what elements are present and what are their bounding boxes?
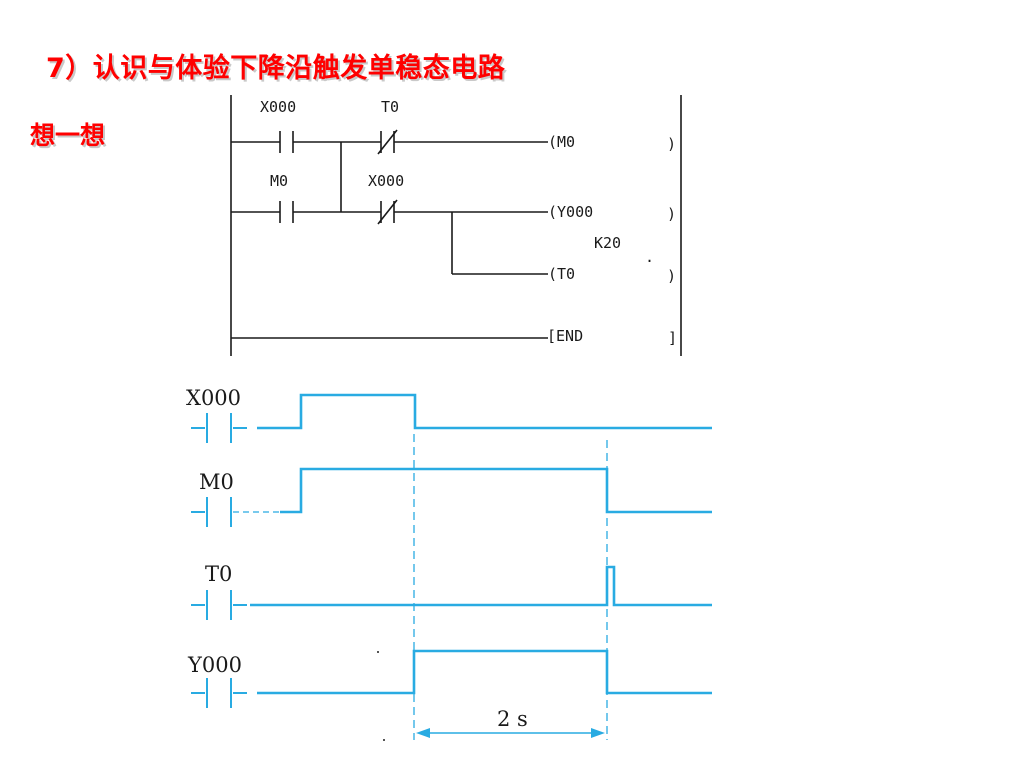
coil-y000-label: (Y000 <box>548 203 593 221</box>
timing-label-m0: M0 <box>199 470 234 494</box>
coil-m0-bracket: ) <box>667 135 676 153</box>
slide-subtitle: 想一想 <box>30 121 106 150</box>
rung-1: X000 T0 (M0 ) <box>231 98 676 155</box>
coil-t0-bracket: ) <box>667 267 676 285</box>
waveform-t0 <box>250 565 712 607</box>
rung-3: K20 · (T0 ) <box>451 212 676 285</box>
timing-row-t0: T0 <box>191 562 712 620</box>
contact-symbol-y000 <box>191 678 247 708</box>
coil-t0-label: (T0 <box>548 265 575 283</box>
duration-arrow: 2 s <box>416 707 605 738</box>
stray-mark <box>383 739 385 741</box>
coil-m0-label: (M0 <box>548 133 575 151</box>
stray-dot: · <box>645 252 654 270</box>
ladder-diagram: X000 T0 (M0 ) M0 X000 (Y000 ) K20 <box>230 95 682 356</box>
contact-symbol-t0 <box>191 590 247 620</box>
rung-end: [END ] <box>231 327 677 347</box>
timing-label-y000: Y000 <box>187 653 242 677</box>
contact-m0-label: M0 <box>270 172 288 190</box>
timer-setting-label: K20 <box>594 234 621 252</box>
contact-x000-label-bottom: X000 <box>368 172 404 190</box>
timing-label-t0: T0 <box>205 562 232 586</box>
timing-row-x000: X000 <box>186 386 712 443</box>
stray-mark <box>377 651 379 653</box>
contact-x000-label-top: X000 <box>260 98 296 116</box>
contact-t0-label: T0 <box>381 98 399 116</box>
coil-y000-bracket: ) <box>667 205 676 223</box>
timing-diagram: X000 M0 T0 <box>186 386 712 741</box>
waveform-y000 <box>257 649 712 695</box>
end-instruction-label: [END <box>547 327 583 345</box>
waveform-m0 <box>280 467 712 514</box>
waveform-x000 <box>257 393 712 430</box>
duration-label: 2 s <box>497 707 528 731</box>
end-bracket: ] <box>668 329 677 347</box>
rung-2: M0 X000 (Y000 ) <box>231 172 676 225</box>
timing-row-y000: Y000 <box>187 649 712 708</box>
timing-row-m0: M0 <box>191 467 712 527</box>
contact-symbol-x000 <box>191 413 247 443</box>
timing-label-x000: X000 <box>186 386 241 410</box>
slide-title: 7）认识与体验下降沿触发单稳态电路 <box>46 53 506 84</box>
contact-symbol-m0 <box>191 497 232 527</box>
